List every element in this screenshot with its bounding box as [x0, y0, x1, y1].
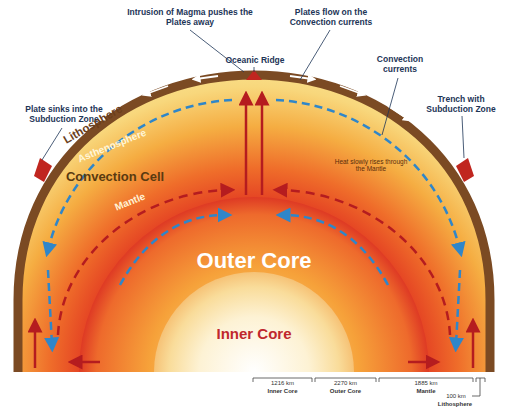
ridge-magma — [246, 70, 262, 80]
return-current — [58, 190, 228, 335]
subduction-zone — [34, 158, 52, 182]
hot-current-arrows — [35, 98, 473, 368]
plate-arrow — [196, 76, 218, 79]
leader-line — [382, 78, 398, 135]
plate-arrow — [146, 86, 168, 94]
leader-line — [254, 67, 255, 72]
inner-current — [283, 215, 388, 285]
inner-current — [120, 215, 225, 285]
rising-arrow — [245, 98, 248, 195]
rising-arrow — [34, 325, 37, 368]
inner-core-fill — [154, 272, 354, 372]
inner-core-label: Inner Core — [154, 326, 354, 343]
scale-bracket — [476, 378, 485, 382]
dimension-text: 2270 km — [315, 380, 376, 387]
leader-lines — [42, 30, 464, 160]
core-current — [408, 361, 433, 364]
inner-core: Inner Core — [154, 272, 354, 372]
callout-text: Intrusion of Magma pushes the Plates awa… — [125, 8, 255, 28]
leader-line — [190, 30, 244, 72]
inner-core-outline — [154, 272, 354, 372]
core-current — [75, 361, 100, 364]
plate-arrow — [290, 76, 312, 79]
outer-core: Outer CoreInner Core — [79, 197, 429, 372]
dimension-name: Inner Core — [253, 388, 312, 395]
callout-text: Trench with Subduction Zone — [418, 95, 504, 115]
outward-current — [276, 100, 460, 250]
region-name: Convection Cell — [50, 170, 180, 185]
return-current — [280, 190, 450, 335]
callout-text: Oceanic Ridge — [210, 56, 300, 66]
sinking-current — [48, 270, 52, 345]
leader-line — [300, 30, 330, 80]
dimension-text: 1885 km — [379, 380, 473, 387]
plate-arrow — [340, 86, 362, 94]
plate-motion-arrows — [100, 76, 408, 119]
outer-core-fill — [79, 197, 429, 372]
outer-core-label: Outer Core — [79, 249, 429, 273]
dimension-name: Outer Core — [315, 388, 376, 395]
callout-text: Convection currents — [368, 55, 432, 75]
cool-current-arrows — [48, 100, 460, 345]
callout-text: Plates flow on the Convection currents — [272, 8, 390, 28]
scale-leader — [472, 378, 480, 396]
dimension-text: 1216 km — [253, 380, 312, 387]
dimension-text: 100 km — [436, 393, 476, 400]
lithosphere-band — [18, 75, 490, 372]
subduction-zone — [456, 158, 474, 182]
plate-arrow — [388, 106, 408, 119]
leader-line — [42, 128, 62, 160]
leader-line — [462, 116, 464, 158]
sinking-current — [456, 270, 460, 345]
note-text: Heat slowly rises through the Mantle — [332, 158, 410, 173]
rising-arrow — [472, 325, 475, 368]
dimension-name: Lithosphere — [430, 401, 480, 408]
mantle-fill — [18, 75, 490, 372]
rising-arrow — [261, 98, 264, 195]
